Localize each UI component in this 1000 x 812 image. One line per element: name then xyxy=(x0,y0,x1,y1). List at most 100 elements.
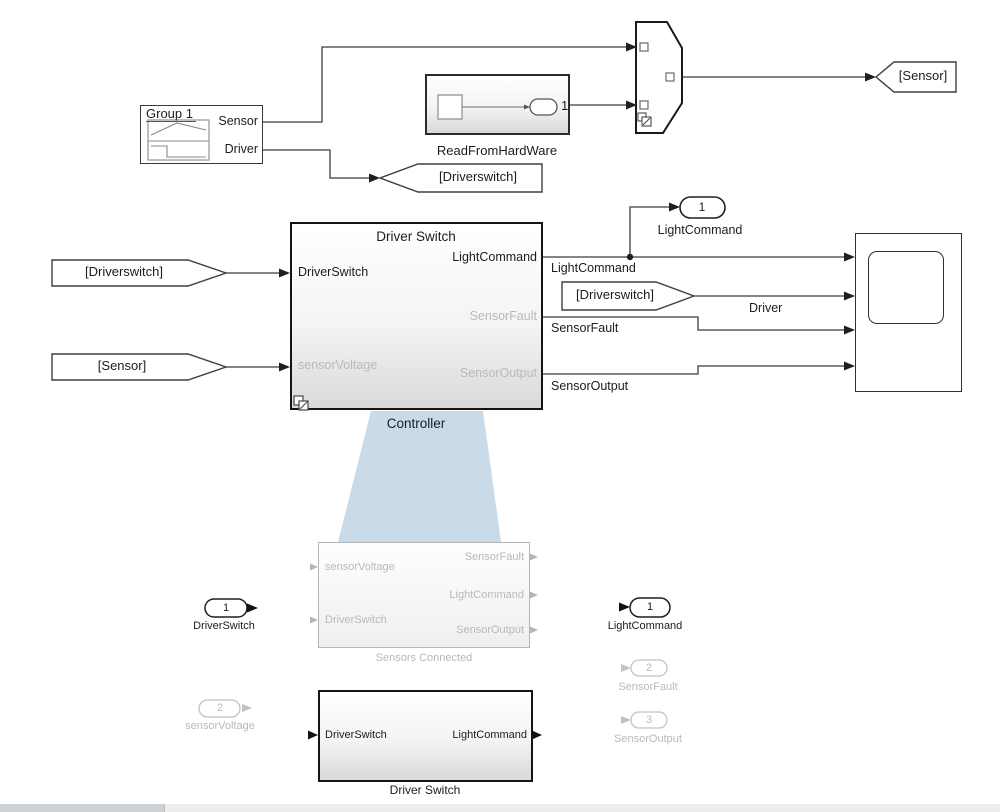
variant-port-in1[interactable] xyxy=(639,42,649,52)
variant-port-out[interactable] xyxy=(665,72,675,82)
controller-in-driverswitch: DriverSwitch xyxy=(298,265,369,279)
arrow-into-variant-2 xyxy=(626,100,637,110)
arrow-into-goto-sensor xyxy=(865,72,876,82)
child-outport-sensorfault-number: 2 xyxy=(645,662,653,674)
child-outport-lightcommand-arrow xyxy=(619,602,630,612)
ds-in-arrow xyxy=(308,730,318,740)
driver-switch-child-label: Driver Switch xyxy=(389,783,461,797)
ds-in-driverswitch: DriverSwitch xyxy=(325,729,387,741)
arrow-into-controller-in1 xyxy=(279,268,290,278)
rfh-inner-outport-icon xyxy=(529,98,558,116)
sc-in2-arrow xyxy=(310,616,318,624)
child-outport-lightcommand-label: LightCommand xyxy=(607,620,683,632)
wire-sensoroutput[interactable] xyxy=(543,365,844,375)
controller-block[interactable] xyxy=(290,222,543,410)
outport-lightcommand-number: 1 xyxy=(698,200,706,214)
sensors-connected-label: Sensors Connected xyxy=(375,652,473,664)
from-tag-driverswitch-mid[interactable] xyxy=(561,281,697,311)
child-inport-sensorvoltage-label: sensorVoltage xyxy=(185,720,255,732)
child-inport-sensorvoltage-oval[interactable] xyxy=(198,699,241,718)
h-scrollbar-thumb[interactable] xyxy=(0,804,165,812)
child-outport-sensoroutput-arrow xyxy=(621,716,631,724)
h-scrollbar-track[interactable] xyxy=(0,804,1000,812)
sc-in-driverswitch: DriverSwitch xyxy=(325,614,387,626)
controller-out-lightcommand: LightCommand xyxy=(452,250,537,264)
child-outport-sensorfault-oval[interactable] xyxy=(630,659,668,677)
child-inport-driverswitch-number: 1 xyxy=(222,602,230,614)
child-inport-sensorvoltage-arrow xyxy=(242,704,252,712)
ds-out-arrow xyxy=(532,730,542,740)
from-tag-sensor[interactable] xyxy=(51,353,229,381)
child-inport-driverswitch-label: DriverSwitch xyxy=(193,620,255,632)
rfh-inner-source-icon xyxy=(437,94,463,120)
goto-sensor-label: [Sensor] xyxy=(898,68,948,83)
outport-lightcommand-oval[interactable] xyxy=(679,196,726,219)
goto-tag-driverswitch[interactable] xyxy=(377,163,543,193)
arrow-into-variant-1 xyxy=(626,42,637,52)
child-inport-driverswitch-arrow xyxy=(247,603,258,613)
child-outport-lightcommand-number: 1 xyxy=(646,601,654,613)
signal-builder-wave-icon xyxy=(150,122,207,136)
from-driverswitch-mid-label: [Driverswitch] xyxy=(575,287,655,302)
outport-lightcommand-label: LightCommand xyxy=(657,223,743,237)
sc-out-sensorfault: SensorFault xyxy=(464,551,524,563)
controller-label: Controller xyxy=(386,416,446,431)
child-outport-lightcommand-oval[interactable] xyxy=(629,597,671,618)
child-outport-sensoroutput-label: SensorOutput xyxy=(614,733,682,745)
wire-label-driver: Driver xyxy=(749,301,783,315)
driver-switch-child-block[interactable] xyxy=(318,690,533,782)
from-sensor-label: [Sensor] xyxy=(97,358,147,373)
arrow-into-controller-in2 xyxy=(279,362,290,372)
sc-in1-arrow xyxy=(310,563,318,571)
signal-builder-icon xyxy=(147,119,210,161)
wire-label-sensorfault: SensorFault xyxy=(551,321,619,335)
child-outport-sensorfault-arrow xyxy=(621,664,631,672)
controller-out-sensorfault: SensorFault xyxy=(469,309,537,323)
child-outport-sensorfault-label: SensorFault xyxy=(618,681,678,693)
variant-port-in2[interactable] xyxy=(639,100,649,110)
arrow-into-outport xyxy=(669,202,680,212)
arrow-scope-in4 xyxy=(844,361,855,371)
sc-out-lightcommand: LightCommand xyxy=(449,589,524,601)
goto-driverswitch-label: [Driverswitch] xyxy=(438,169,518,184)
from-tag-driverswitch[interactable] xyxy=(51,259,229,287)
branch-dot xyxy=(626,253,634,261)
child-outport-sensoroutput-number: 3 xyxy=(645,714,653,726)
signal-builder-title: Group 1 xyxy=(146,106,196,122)
arrow-scope-in1 xyxy=(844,252,855,262)
ds-out-lightcommand: LightCommand xyxy=(452,729,527,741)
goto-tag-sensor[interactable] xyxy=(874,61,957,93)
sc-out-sensoroutput: SensorOutput xyxy=(456,624,524,636)
wire-lightcommand-branch[interactable] xyxy=(629,206,669,257)
scope-block[interactable] xyxy=(855,233,962,392)
sc-out3-arrow xyxy=(530,626,538,634)
arrow-into-goto-driverswitch xyxy=(369,173,380,183)
signal-builder-port-sensor: Sensor xyxy=(218,114,258,128)
sc-out1-arrow xyxy=(530,553,538,561)
arrow-scope-in3 xyxy=(844,325,855,335)
rfh-inner-outport-number: 1 xyxy=(561,98,569,113)
variant-spotlight-shade xyxy=(338,411,501,542)
arrow-scope-in2 xyxy=(844,291,855,301)
sc-out2-arrow xyxy=(530,591,538,599)
rfh-inner-arrow xyxy=(524,104,530,110)
variant-badge-icon xyxy=(642,117,651,126)
rfh-label: ReadFromHardWare xyxy=(436,143,558,158)
from-driverswitch-label: [Driverswitch] xyxy=(84,264,164,279)
wire-label-sensoroutput: SensorOutput xyxy=(551,379,629,393)
wire-driver-to-goto[interactable] xyxy=(263,149,369,179)
controller-in-sensorvoltage: sensorVoltage xyxy=(298,358,378,372)
signal-builder-port-driver: Driver xyxy=(224,142,258,156)
sc-in-sensorvoltage: sensorVoltage xyxy=(325,561,395,573)
wire-sensor-to-variant[interactable] xyxy=(263,46,626,123)
sensors-connected-block[interactable] xyxy=(318,542,530,648)
signal-builder-step-icon xyxy=(151,145,206,158)
controller-title: Driver Switch xyxy=(376,229,456,244)
wire-label-lightcommand: LightCommand xyxy=(551,261,636,275)
child-outport-sensoroutput-oval[interactable] xyxy=(630,711,668,729)
scope-screen xyxy=(868,251,944,324)
child-inport-sensorvoltage-number: 2 xyxy=(216,702,224,714)
wire-sensorfault[interactable] xyxy=(543,316,844,331)
controller-variant-badge-icon xyxy=(299,400,309,410)
